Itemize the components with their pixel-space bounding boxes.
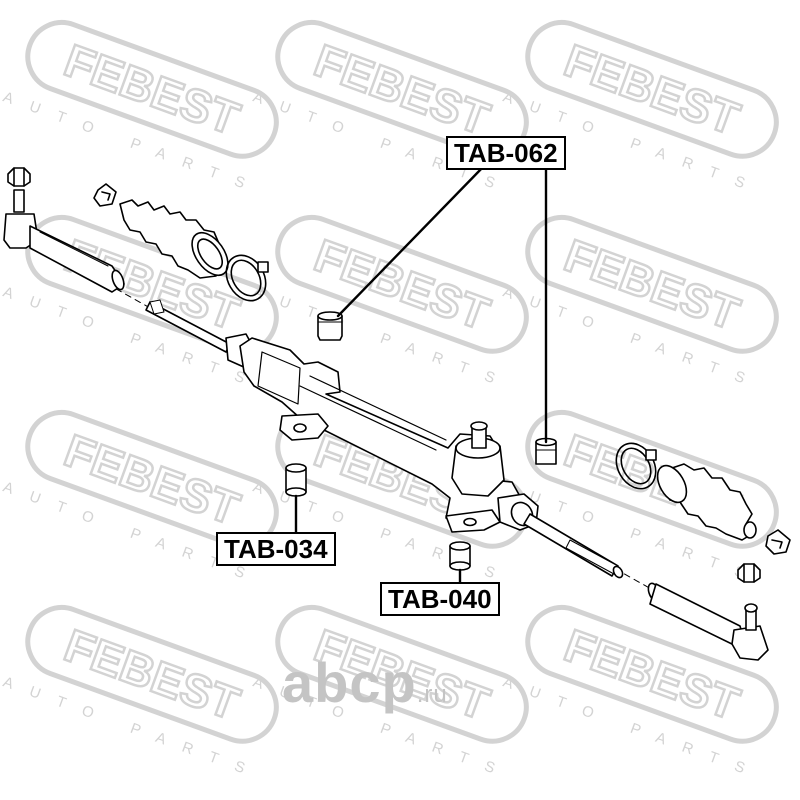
bushing-tab-062-upper: [317, 311, 343, 341]
steering-rack-drawing: [3, 164, 791, 661]
bushing-tab-034: [285, 463, 307, 497]
febest-watermark: FEBEST AUTO PARTS: [501, 20, 779, 198]
bushing-tab-040: [449, 541, 471, 571]
left-rack-boot: [119, 199, 229, 279]
bushing-tab-062-lower: [535, 437, 557, 465]
leader-lines: [294, 164, 548, 584]
left-tie-rod-nut: [7, 167, 31, 187]
abcp-watermark: abcp.ru: [282, 650, 448, 715]
left-tie-rod-end: [3, 189, 125, 293]
febest-watermark: FEBEST AUTO PARTS: [251, 20, 529, 198]
febest-watermark: FEBEST AUTO PARTS: [1, 605, 279, 783]
right-rack-boot: [656, 463, 757, 541]
febest-watermark: FEBEST AUTO PARTS: [501, 410, 779, 588]
left-boot-clip: [93, 183, 117, 207]
right-inner-tie-rod: [523, 513, 624, 579]
rack-housing: [239, 337, 539, 533]
abcp-watermark-name: abcp: [282, 651, 417, 714]
left-boot-band: [225, 254, 269, 302]
part-label-tab-040: TAB-040: [380, 582, 500, 616]
right-tie-rod-nut: [737, 563, 761, 583]
right-boot-clip: [765, 529, 791, 555]
febest-watermark: FEBEST AUTO PARTS: [501, 215, 779, 393]
part-label-tab-034: TAB-034: [216, 532, 336, 566]
part-label-tab-062: TAB-062: [446, 136, 566, 170]
abcp-watermark-suffix: .ru: [416, 681, 448, 708]
right-boot-band: [615, 442, 657, 490]
right-tie-rod-end: [647, 582, 769, 661]
febest-watermark: FEBEST AUTO PARTS: [1, 20, 279, 198]
